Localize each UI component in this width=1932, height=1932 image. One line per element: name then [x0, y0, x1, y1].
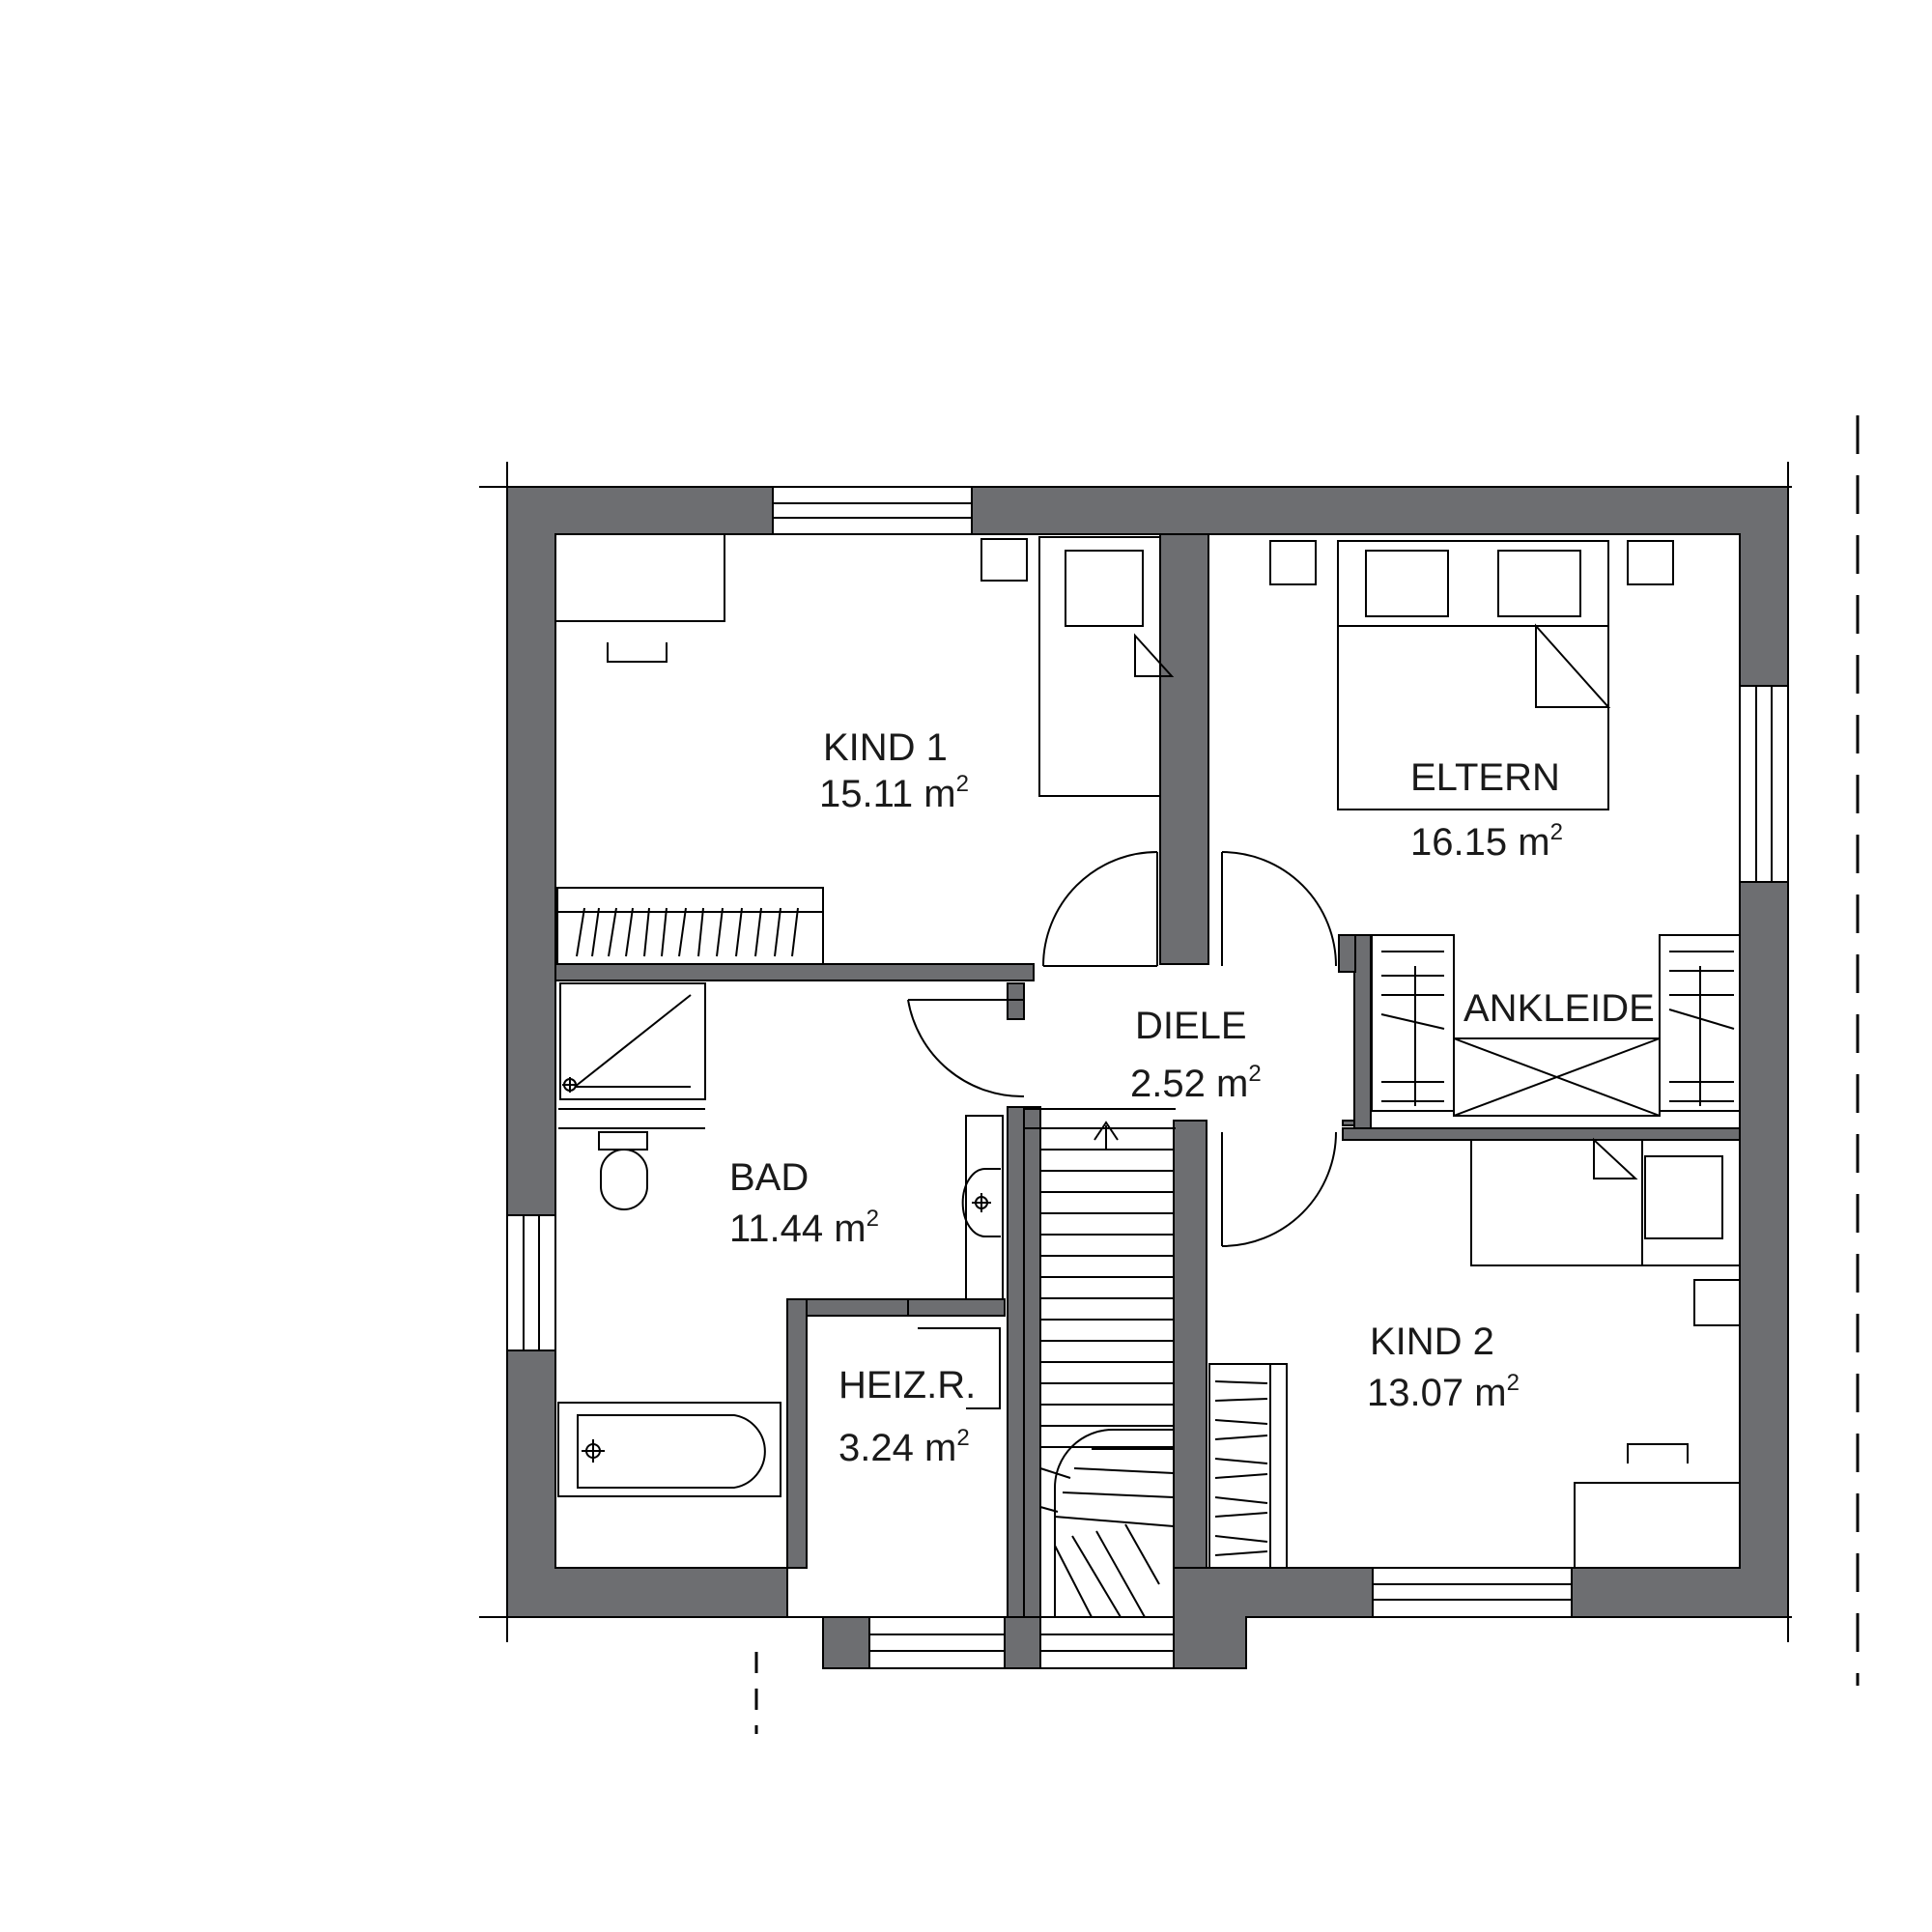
room-name: HEIZ.R. — [838, 1364, 976, 1406]
svg-text:15.11 m2: 15.11 m2 — [819, 771, 969, 815]
fixtures-heiz — [918, 1327, 1001, 1409]
arrow-up-icon — [1094, 1121, 1119, 1150]
room-area: 11.44 — [729, 1208, 823, 1250]
door-bad — [907, 999, 1025, 1098]
toilet — [598, 1131, 648, 1210]
windows — [506, 486, 1789, 1669]
room-eltern: ELTERN 16.15 m2 — [1410, 756, 1563, 864]
window-stair — [1039, 1616, 1175, 1669]
stair-steps — [1040, 1149, 1174, 1448]
svg-text:11.44 m2: 11.44 m2 — [729, 1206, 879, 1250]
window-kind1 — [772, 486, 973, 535]
winder-steps — [1039, 1448, 1175, 1618]
room-area: 13.07 — [1367, 1372, 1463, 1414]
window-heiz — [868, 1616, 1006, 1669]
room-area: 16.15 — [1410, 821, 1507, 864]
room-name: ELTERN — [1410, 756, 1560, 799]
room-name: ANKLEIDE — [1463, 987, 1655, 1030]
fixtures-bad — [557, 982, 1004, 1497]
furniture-eltern — [1269, 540, 1741, 1117]
door-kind2 — [1221, 1131, 1337, 1247]
window-eltern — [1739, 685, 1789, 883]
wardrobe-hatch — [557, 907, 823, 957]
shower — [558, 982, 706, 1129]
door-eltern — [1221, 851, 1337, 967]
room-name: KIND 1 — [823, 726, 948, 769]
svg-text:2.52 m2: 2.52 m2 — [1130, 1061, 1262, 1105]
room-name: DIELE — [1135, 1005, 1247, 1047]
window-kind2 — [1372, 1567, 1573, 1618]
svg-text:16.15 m2: 16.15 m2 — [1410, 819, 1563, 864]
room-heiz: HEIZ.R. 3.24 m2 — [838, 1364, 976, 1469]
washbasin — [961, 1115, 1004, 1300]
room-area: 2.52 — [1130, 1063, 1206, 1105]
room-area: 3.24 — [838, 1427, 914, 1469]
bathtub — [557, 1402, 781, 1497]
door-kind1 — [1042, 851, 1158, 967]
ankleide-closet-right — [1659, 934, 1741, 1112]
staircase — [1024, 1108, 1176, 1618]
furniture-kind2 — [1208, 1137, 1741, 1569]
ankleide-closet-left — [1371, 934, 1455, 1112]
doors — [907, 851, 1337, 1247]
room-area: 15.11 — [819, 773, 913, 815]
ankleide-shelf — [1453, 1037, 1661, 1117]
furniture-kind1 — [554, 533, 1175, 965]
room-name: KIND 2 — [1370, 1321, 1494, 1363]
kind2-wardrobe — [1208, 1363, 1288, 1569]
window-bad — [506, 1214, 556, 1351]
room-labels: KIND 1 15.11 m2 ELTERN 16.15 m2 ANKLEIDE… — [729, 726, 1655, 1469]
svg-text:3.24 m2: 3.24 m2 — [838, 1425, 970, 1469]
room-kind2: KIND 2 13.07 m2 — [1367, 1321, 1520, 1414]
room-bad: BAD 11.44 m2 — [729, 1156, 879, 1250]
room-diele: DIELE 2.52 m2 — [1130, 1005, 1262, 1105]
walls — [506, 486, 1789, 1669]
room-kind1: KIND 1 15.11 m2 — [819, 726, 969, 815]
svg-text:13.07 m2: 13.07 m2 — [1367, 1370, 1520, 1414]
room-name: BAD — [729, 1156, 809, 1199]
room-ankleide: ANKLEIDE — [1463, 987, 1655, 1030]
